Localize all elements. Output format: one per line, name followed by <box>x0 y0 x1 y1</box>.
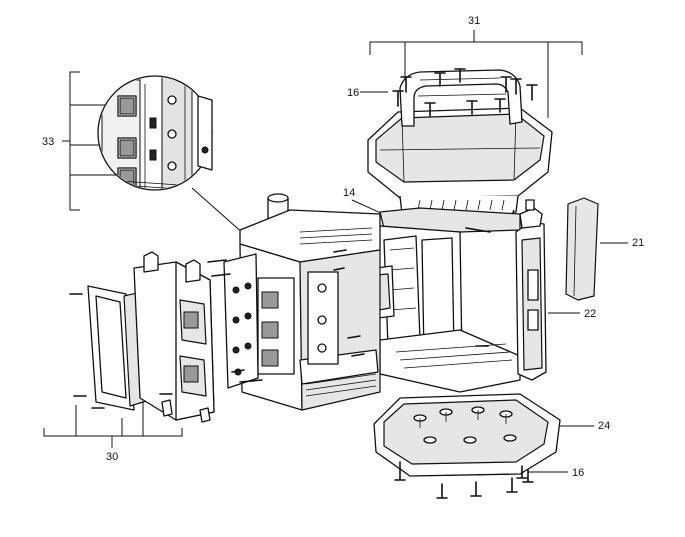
callout-33-label: 33 <box>42 136 54 148</box>
side-rail-22 <box>515 199 547 381</box>
callout-30: 30 <box>43 395 183 463</box>
callout-14-label: 14 <box>343 187 355 199</box>
left-screws <box>69 293 173 409</box>
callout-16-top: 16 <box>347 87 388 99</box>
callout-22: 22 <box>548 308 596 320</box>
callout-16-bottom: 16 <box>528 467 584 479</box>
left-cover-30 <box>87 251 215 423</box>
base-24 <box>373 393 561 477</box>
callout-24-label: 24 <box>598 420 610 432</box>
side-strip-21 <box>565 197 599 301</box>
top-cover-31 <box>367 69 553 227</box>
bottom-screws-16 <box>394 461 534 499</box>
callout-16-top-label: 16 <box>347 87 359 99</box>
main-housing <box>223 193 381 411</box>
callout-31: 31 <box>369 15 583 118</box>
housing-screws <box>207 249 365 383</box>
callout-21: 21 <box>600 237 644 249</box>
callout-31-label: 31 <box>468 15 480 27</box>
callout-30-label: 30 <box>106 451 118 463</box>
detail-inset-33 <box>97 75 263 251</box>
top-screws-16 <box>392 68 538 117</box>
callout-16-bottom-label: 16 <box>572 467 584 479</box>
callout-24: 24 <box>560 420 610 432</box>
callout-22-label: 22 <box>584 308 596 320</box>
callout-21-label: 21 <box>632 237 644 249</box>
